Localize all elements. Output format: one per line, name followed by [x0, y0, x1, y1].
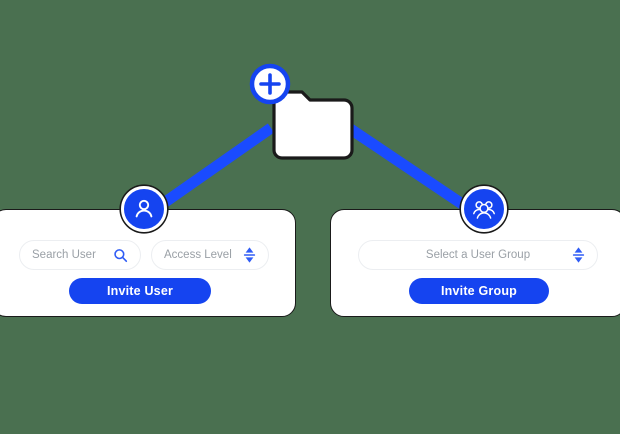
folder-node[interactable] [248, 62, 360, 168]
invite-user-button[interactable]: Invite User [69, 278, 211, 304]
single-user-icon [135, 199, 153, 218]
user-group-avatar [461, 186, 507, 232]
plus-badge-icon[interactable] [248, 62, 292, 106]
user-group-select[interactable]: Select a User Group [358, 240, 598, 270]
search-icon[interactable] [113, 248, 128, 263]
access-level-select[interactable]: Access Level [151, 240, 269, 270]
single-user-avatar [121, 186, 167, 232]
group-fields-row: Select a User Group [331, 240, 620, 270]
invite-user-card: Search User Access Level Invite User [0, 186, 296, 317]
user-group-placeholder: Select a User Group [425, 249, 531, 261]
stepper-updown-icon[interactable] [243, 246, 256, 264]
connector-folder-to-group [345, 123, 478, 217]
user-group-icon [473, 201, 495, 219]
user-fields-row: Search User Access Level [0, 240, 295, 270]
invite-group-button[interactable]: Invite Group [409, 278, 549, 304]
stepper-updown-icon[interactable] [572, 246, 585, 264]
access-level-placeholder: Access Level [164, 249, 232, 261]
search-user-input[interactable]: Search User [19, 240, 141, 270]
invite-group-card: Select a User Group Invite Group [330, 186, 620, 317]
search-user-placeholder: Search User [32, 249, 96, 261]
